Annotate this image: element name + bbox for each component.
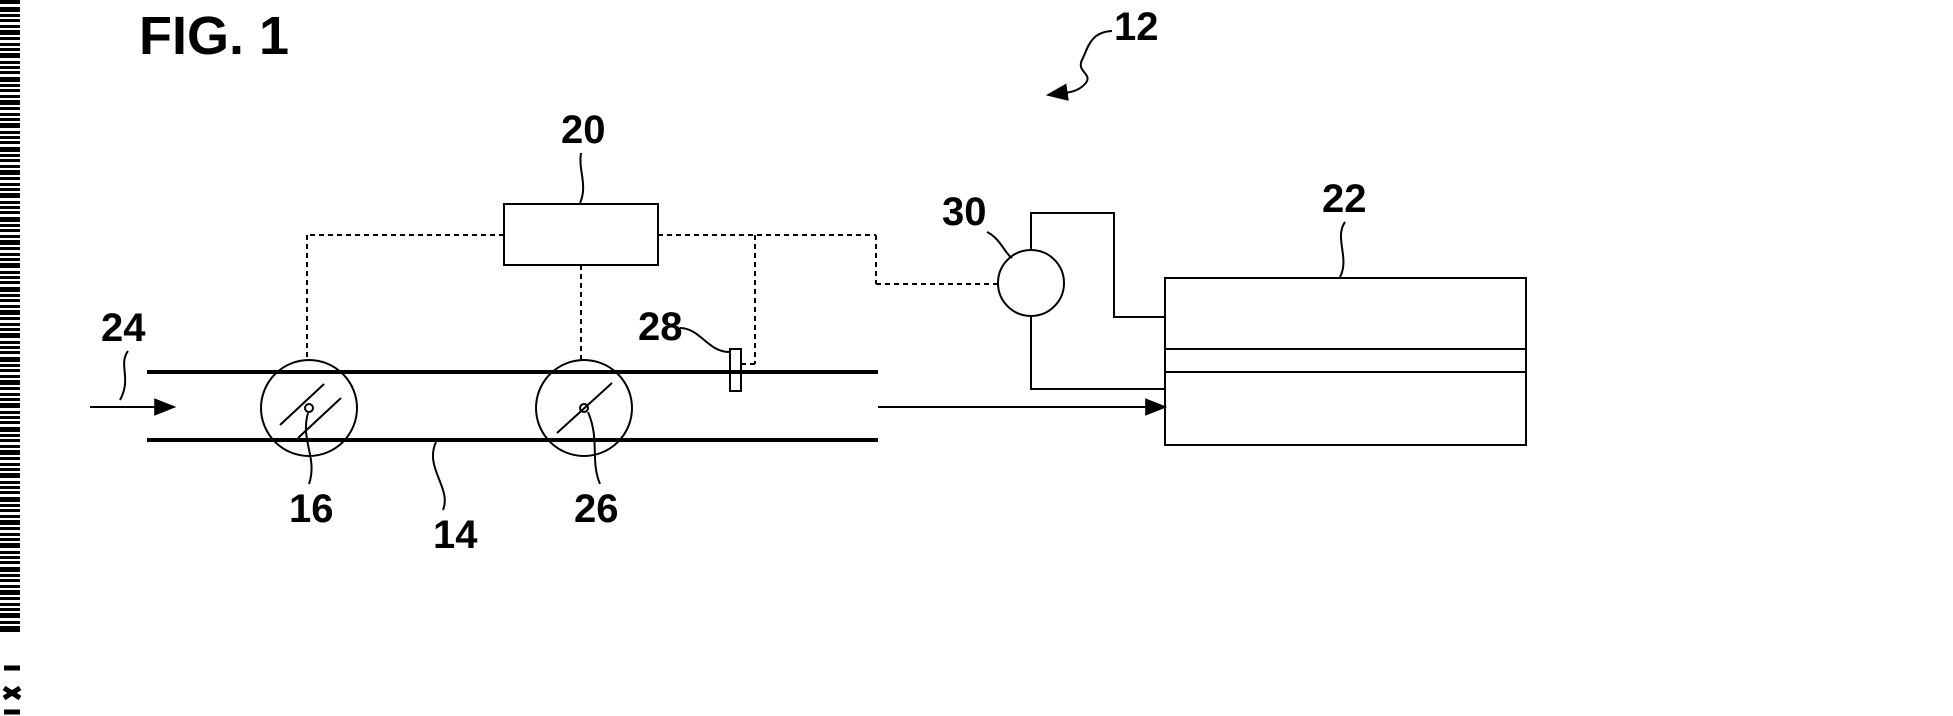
label-30: 30 (942, 190, 987, 234)
leader-28 (680, 328, 729, 352)
leader-24 (120, 351, 128, 400)
label-26: 26 (574, 487, 619, 531)
valve-26-flap (557, 383, 612, 433)
control-box-20 (504, 204, 658, 265)
label-22: 22 (1322, 177, 1367, 221)
label-16: 16 (289, 487, 334, 531)
valve-16-pivot (305, 404, 313, 412)
label-20: 20 (561, 108, 606, 152)
leader-14 (433, 442, 445, 510)
block-22 (1165, 278, 1526, 445)
barcode-strip (0, 0, 20, 712)
leader-22 (1340, 222, 1345, 277)
leader-26 (588, 412, 600, 484)
leader-20 (580, 153, 583, 203)
label-24: 24 (101, 306, 146, 350)
label-28: 28 (638, 305, 683, 349)
line-30-22-lower (1031, 316, 1165, 389)
circle-30 (998, 250, 1064, 316)
leader-16 (306, 413, 312, 484)
block-22-outline (1165, 278, 1526, 445)
valve-16-flap-b (298, 398, 341, 438)
line-30-22-upper (1031, 213, 1165, 317)
label-14: 14 (433, 513, 478, 557)
leader-12-arrow (1048, 31, 1112, 95)
label-12: 12 (1114, 5, 1159, 49)
figure-title: FIG. 1 (139, 6, 289, 66)
leader-30 (987, 232, 1012, 258)
